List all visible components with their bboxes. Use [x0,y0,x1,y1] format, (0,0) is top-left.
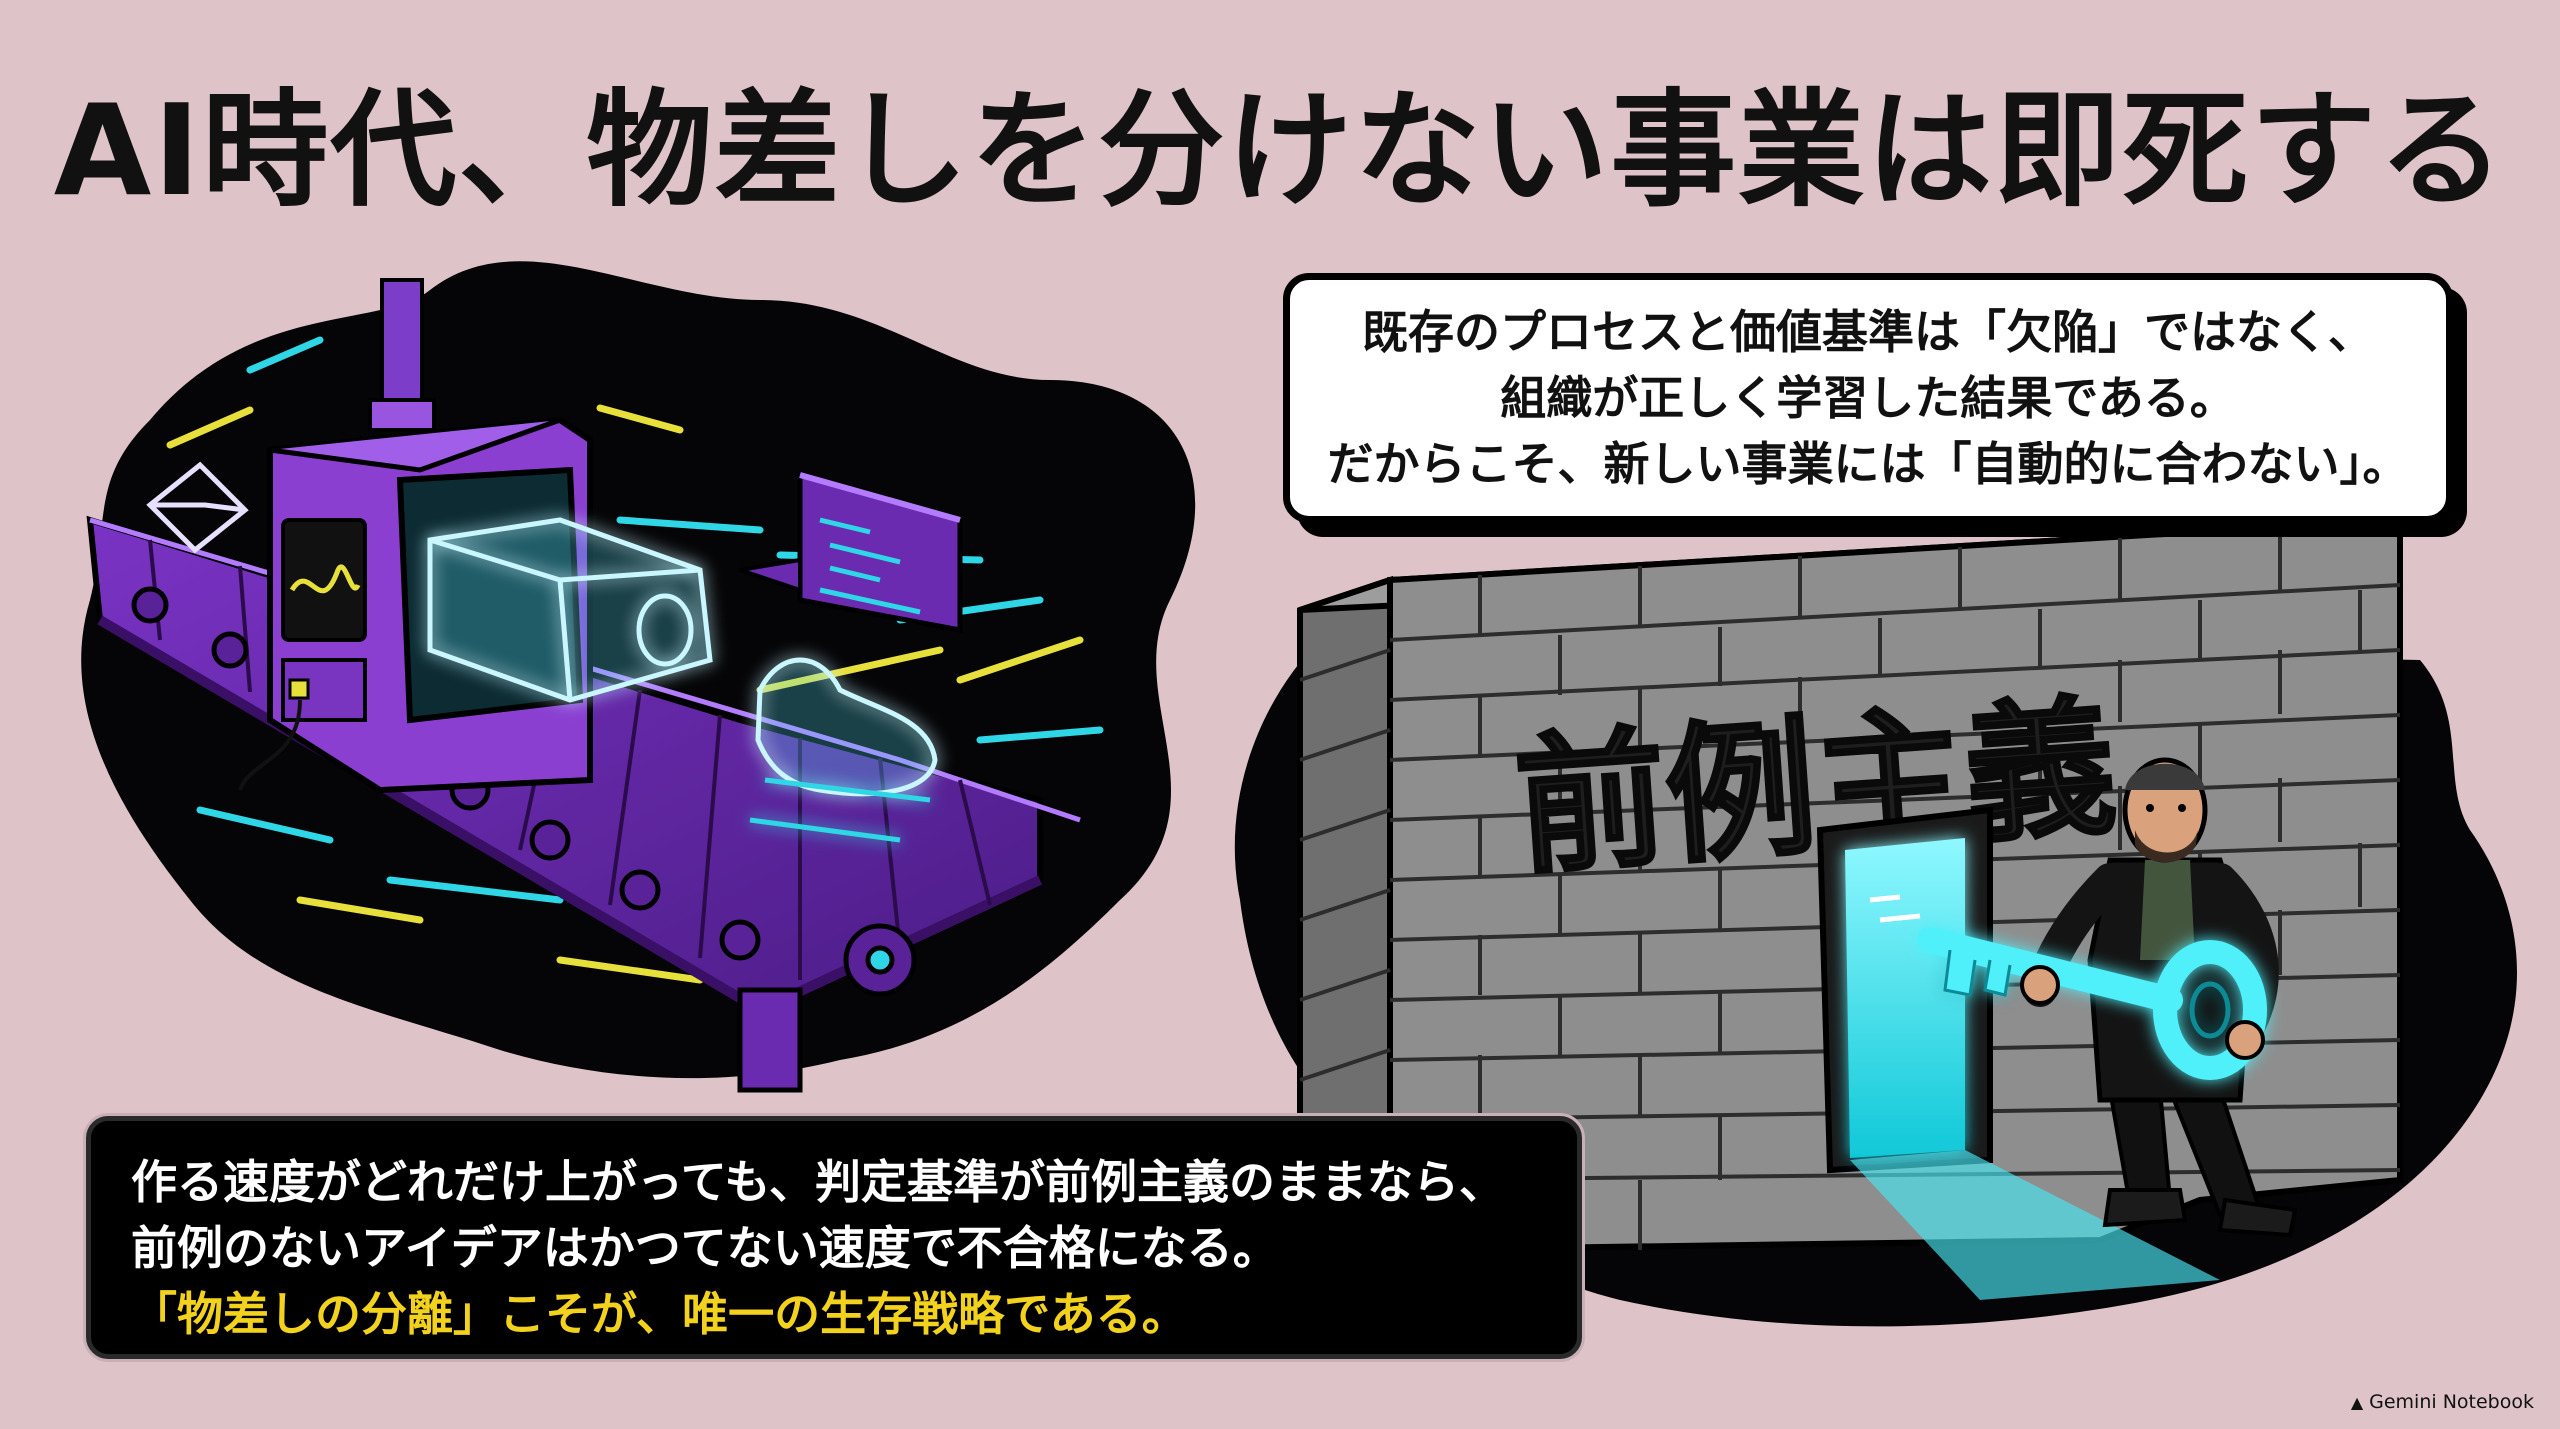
conveyor-scene [81,261,1196,1093]
belt-leg [737,987,803,1093]
callout-bottom-line-1: 作る速度がどれだけ上がっても、判定基準が前例主義のままなら、 [131,1155,1506,1209]
man-hand-right [2225,1020,2265,1060]
callout-top-line-3: だからこそ、新しい事業には「自動的に合わない」。 [1327,437,2409,491]
hologram-box [427,517,713,703]
callout-bottom-highlight: 「物差しの分離」こそが、唯一の生存戦略である。 [131,1287,1188,1341]
wall-text: 前例主義 [1510,680,2121,895]
callout-bottom-line-2: 前例のないアイデアはかつてない速度で不合格になる。 [131,1221,1279,1275]
speed-lines [166,336,1104,984]
code-window-icon [739,471,963,634]
page-title: AI時代、物差しを分けない事業は即死する [53,77,2507,224]
watermark-label: Gemini Notebook [2369,1391,2534,1413]
callout-top-line-2: 組織が正しく学習した結果である。 [1500,371,2236,425]
envelope-icon [146,461,249,554]
callout-bottom: 作る速度がどれだけ上がっても、判定基準が前例主義のままなら、 前例のないアイデア… [86,1116,1582,1359]
man-hand [2020,965,2060,1005]
machine-screen [281,518,367,642]
notebook-logo-icon: ▲ [2350,1392,2364,1412]
watermark: ▲ Gemini Notebook [2351,1391,2534,1413]
sneaker-hologram-icon [749,657,938,843]
callout-top: 既存のプロセスと価値基準は「欠陥」ではなく、 組織が正しく学習した結果である。 … [1283,273,2453,523]
machine-button [288,678,310,700]
callout-top-line-1: 既存のプロセスと価値基準は「欠陥」ではなく、 [1362,305,2374,359]
glowing-door [1816,806,2220,1300]
